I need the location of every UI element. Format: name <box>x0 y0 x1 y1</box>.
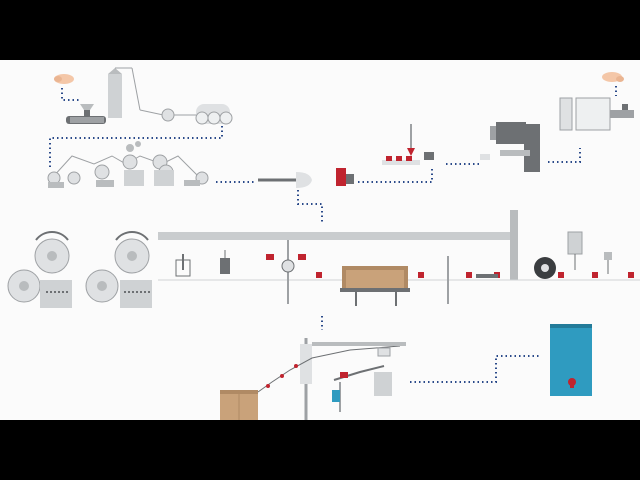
flow-line <box>297 190 323 222</box>
hand-icon-right <box>602 72 624 82</box>
storage-tank-icon <box>550 324 592 396</box>
flow-line <box>358 166 433 183</box>
sealing-press-icon <box>340 266 410 306</box>
pouch-icon <box>316 256 634 304</box>
support-column <box>510 210 518 280</box>
extruder-icon <box>66 67 169 124</box>
process-diagram <box>7 67 640 420</box>
film-roll-icon <box>161 104 233 125</box>
labeler-icon <box>567 231 612 274</box>
filling-station-icon <box>175 240 306 304</box>
film-roll-stack-icon <box>7 231 152 308</box>
flow-line <box>61 88 80 101</box>
printing-press-icon <box>47 141 209 188</box>
flow-line <box>410 355 540 383</box>
overhead-rail <box>158 232 512 240</box>
hand-icon-left <box>54 74 74 84</box>
cap-dispenser-icon <box>382 124 434 165</box>
injection-molder-icon <box>480 122 540 172</box>
wheel-icon <box>534 257 556 279</box>
process-diagram-canvas <box>0 60 640 420</box>
flow-line <box>49 126 223 168</box>
letterbox-bottom <box>0 420 640 480</box>
flow-line <box>548 148 581 163</box>
letterbox-top <box>0 0 640 60</box>
die-cutter-icon <box>258 168 354 188</box>
bottle-mold-machine-icon <box>559 97 634 131</box>
bag-feeder-icon <box>257 338 406 420</box>
cardboard-box-icon <box>220 390 258 420</box>
